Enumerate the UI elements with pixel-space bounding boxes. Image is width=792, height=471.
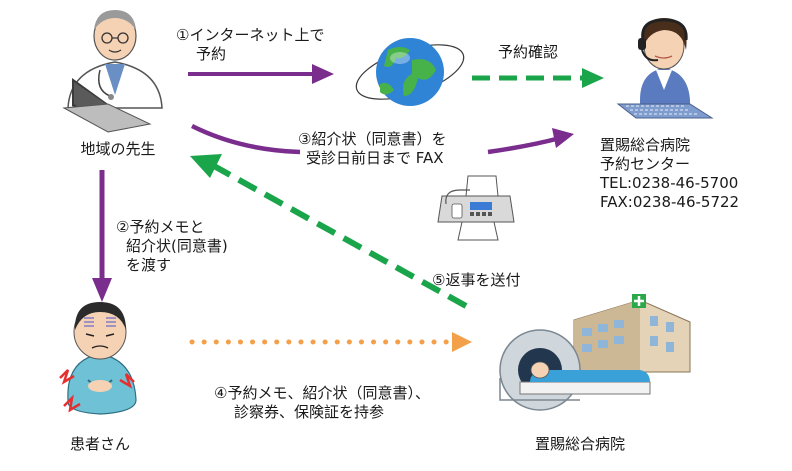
center-dept: 予約センター [600,155,691,173]
arrow-confirm [472,68,604,88]
step2-label-line1: ②予約メモと [116,218,205,236]
step3-label-line2: 受診日前日まで FAX [306,149,444,167]
arrow-step5 [190,154,468,309]
step1-label-line2: 予約 [196,45,227,63]
step3-label-line1: ③紹介状（同意書）を [298,130,447,148]
operator-headset-icon [616,18,714,119]
confirm-label: 予約確認 [498,43,559,61]
step4-label-line1: ④予約メモ、紹介状（同意書）、 [214,384,430,402]
step4-label-line2: 診察券、保険証を持参 [234,403,385,421]
step1-label-line1: ①インターネット上で [176,26,325,44]
patient-label: 患者さん [69,435,130,453]
hospital-mri-icon [499,294,691,411]
doctor-label: 地域の先生 [80,140,156,158]
step2-label-line3: を渡す [126,256,172,274]
arrow-step2 [92,170,112,302]
doctor-laptop-icon [62,10,163,133]
arrow-step1 [188,64,334,84]
step5-label: ⑤返事を送付 [432,271,521,289]
center-tel: TEL:0238-46-5700 [600,174,739,192]
step2-label-line2: 紹介状(同意書) [126,237,228,255]
hospital-label: 置賜総合病院 [534,435,625,453]
sick-patient-icon [59,302,137,415]
arrow-step4 [189,332,472,352]
globe-icon [355,38,465,106]
center-fax: FAX:0238-46-5722 [600,193,740,211]
center-name: 置賜総合病院 [600,136,691,154]
arrow-step3 [190,123,574,155]
fax-machine-icon [437,175,515,241]
